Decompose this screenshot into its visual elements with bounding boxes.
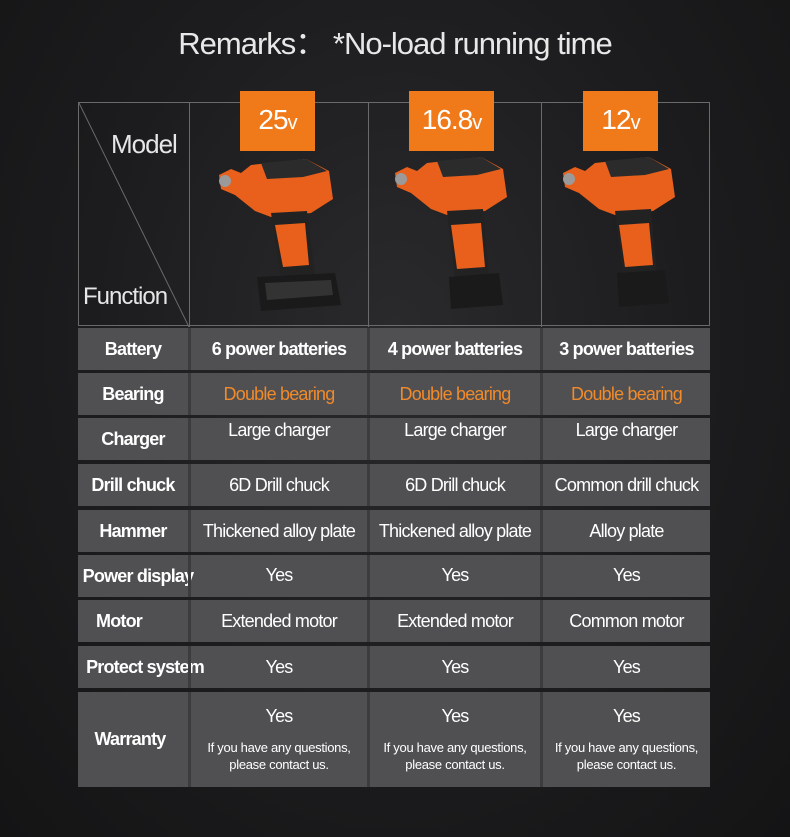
row-label: Drill chuck [91,474,175,495]
voltage-value: 12 [601,104,631,135]
cordless-drill-icon [219,159,341,311]
header-divider [541,103,542,327]
table-cell: 6D Drill chuck [229,474,330,495]
table-cell: 6D Drill chuck [405,474,506,495]
row-label: Hammer [99,520,167,541]
row-label: Charger [101,428,165,449]
model-voltage-badge: 12v [583,91,658,151]
table-row: Protect system Yes Yes Yes [78,646,710,688]
table-cell: Yes [613,565,641,585]
model-voltage-badge: 16.8v [409,91,494,151]
comparison-table: Model Function 25v 16.8v 12v [78,91,710,787]
table-cell: Large charger [228,420,330,440]
table-header: Model Function 25v 16.8v 12v [78,91,710,327]
warranty-value: Yes [613,706,641,726]
model-voltage-badge: 25v [240,91,315,151]
table-cell: 6 power batteries [211,338,347,359]
table-cell: Yes [441,565,470,585]
table-cell: Large charger [575,420,678,440]
table-cell: 3 power batteries [559,338,694,359]
table-cell: Yes [441,656,470,677]
warranty-note: If you have any questions, please contac… [554,740,699,772]
table-cell: Extended motor [397,610,514,631]
model-label: Model [111,129,178,159]
voltage-unit: v [630,112,641,134]
warranty-note: If you have any questions, please contac… [383,740,527,772]
table-row: Power display Yes Yes Yes [78,555,710,597]
page-title: Remarks： *No-load running time [178,26,612,61]
voltage-unit: v [287,112,298,134]
voltage-value: 16.8 [421,104,473,135]
table-row: Charger Large charger Large charger Larg… [78,418,710,460]
voltage-value: 25 [258,104,288,135]
table-cell: Double bearing [223,383,336,404]
header-divider [368,103,369,327]
cordless-drill-icon [395,157,507,309]
table-cell: Double bearing [399,383,512,404]
cordless-drill-icon [563,157,675,307]
table-cell: Extended motor [221,610,338,631]
row-label: Protect system [86,656,205,677]
table-row: Hammer Thickened alloy plate Thickened a… [78,510,710,552]
table-cell: Common drill chuck [554,474,699,495]
table-cell: Yes [613,656,641,677]
row-label: Power display [82,565,194,586]
table-row: Motor Extended motor Extended motor Comm… [78,600,710,642]
row-label: Warranty [94,729,167,749]
table-cell: 4 power batteries [387,338,523,359]
warranty-note: If you have any questions, please contac… [207,740,351,772]
table-cell: Yes If you have any questions, please co… [191,692,367,787]
table-cell: Yes If you have any questions, please co… [370,692,540,787]
row-label: Motor [96,610,143,631]
table-row: Battery 6 power batteries 4 power batter… [78,328,710,370]
table-row: Warranty Yes If you have any questions, … [78,692,710,787]
voltage-unit: v [472,112,482,134]
row-label: Battery [104,338,162,359]
table-row: Bearing Double bearing Double bearing Do… [78,373,710,415]
table-cell: Yes [265,656,294,677]
row-label: Bearing [102,383,164,404]
table-cell: Common motor [569,610,684,631]
function-label: Function [83,283,168,310]
table-cell: Yes [265,565,294,585]
warranty-value: Yes [441,706,470,726]
table-row: Drill chuck 6D Drill chuck 6D Drill chuc… [78,464,710,506]
table-cell: Thickened alloy plate [202,520,356,541]
table-cell: Yes If you have any questions, please co… [543,692,710,787]
table-cell: Thickened alloy plate [378,520,532,541]
warranty-value: Yes [265,706,294,726]
header-divider [189,103,190,327]
table-cell: Large charger [404,420,506,440]
header-diagonal-divider [79,103,189,327]
table-cell: Double bearing [571,383,683,404]
table-cell: Alloy plate [589,520,664,541]
